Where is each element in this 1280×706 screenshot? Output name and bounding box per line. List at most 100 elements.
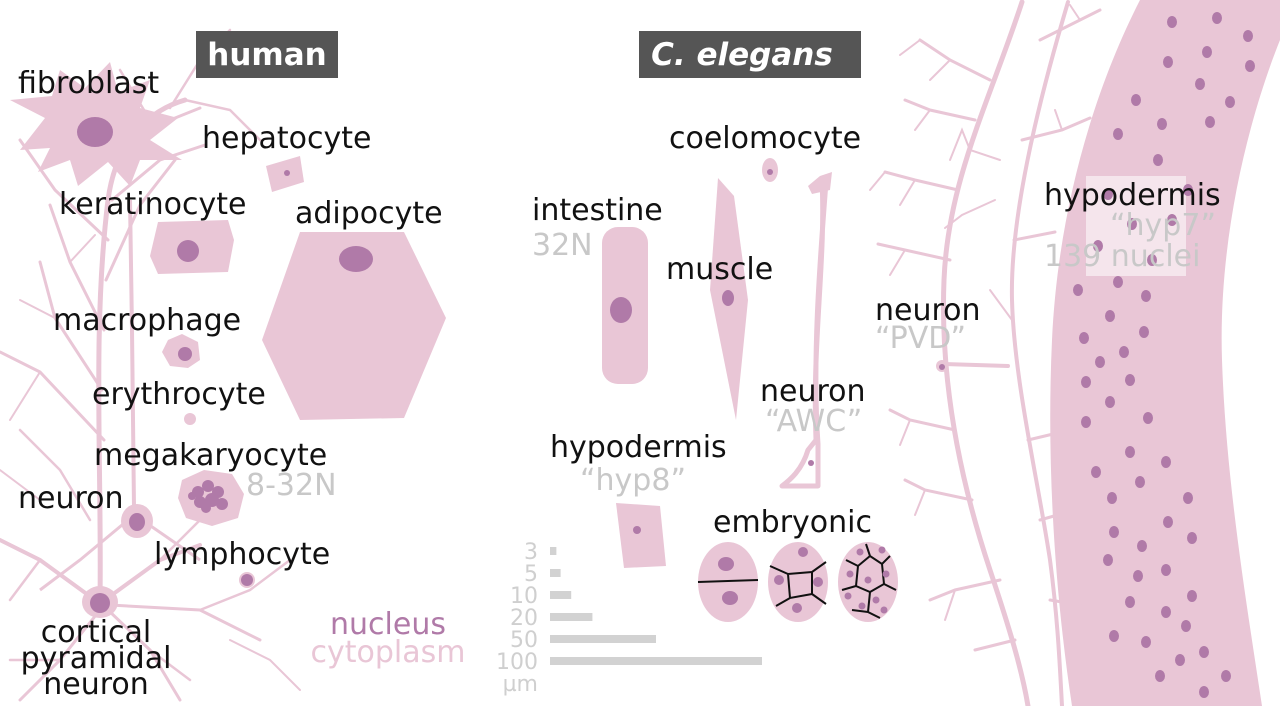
awc-nucleus xyxy=(808,460,814,466)
label-hypodermis-hyp8: hypodermis xyxy=(550,430,727,465)
label-erythrocyte: erythrocyte xyxy=(92,377,266,412)
header-human: human xyxy=(207,37,326,73)
hyp7-nuclei xyxy=(1073,12,1255,698)
hyp7-nucleus xyxy=(1212,12,1222,24)
hyp7-nucleus xyxy=(1133,570,1143,582)
hyp7-nucleus xyxy=(1135,476,1145,488)
hyp7-nucleus xyxy=(1131,94,1141,106)
header-celegans-bg xyxy=(639,31,861,78)
hyp7-nucleus xyxy=(1079,332,1089,344)
hyp7-nucleus xyxy=(1091,466,1101,478)
hyp7-nucleus xyxy=(1105,310,1115,322)
legend-nucleus: nucleus xyxy=(330,607,446,642)
hyp7-nucleus xyxy=(1195,78,1205,90)
hyp7-nucleus xyxy=(1139,326,1149,338)
hyp7-nucleus xyxy=(1183,492,1193,504)
coelomocyte-nucleus xyxy=(767,169,773,175)
label-muscle: muscle xyxy=(666,252,773,287)
hyp7-nucleus xyxy=(1125,374,1135,386)
label-hypodermis-hyp8-name: “hyp8” xyxy=(580,463,686,498)
hyp7-nucleus xyxy=(1221,670,1231,682)
hyp7-nucleus xyxy=(1093,240,1103,252)
hyp7-nucleus xyxy=(1202,46,1212,58)
hyp7-nucleus xyxy=(1119,346,1129,358)
hyp7-nucleus xyxy=(1105,396,1115,408)
hyp7-nucleus xyxy=(1103,188,1113,200)
label-neuron-awc-name: “AWC” xyxy=(765,404,862,439)
hyp7-nucleus xyxy=(1109,526,1119,538)
neuron-nucleus xyxy=(129,513,145,531)
awc-cilia xyxy=(808,172,832,194)
label-lymphocyte: lymphocyte xyxy=(154,537,330,572)
hyp7-nucleus xyxy=(1225,96,1235,108)
intestine-nucleus xyxy=(610,297,632,323)
hyp7-shape xyxy=(1050,0,1280,706)
label-hypodermis-hyp7: hypodermis xyxy=(1044,178,1221,213)
hyp7-nucleus xyxy=(1095,356,1105,368)
scale-bar-100 xyxy=(550,657,762,665)
embryo-2cell xyxy=(697,542,759,622)
label-hypodermis-hyp7-name: “hyp7” xyxy=(1110,208,1216,243)
hyp7-nucleus xyxy=(1161,564,1171,576)
hyp7-nucleus xyxy=(1167,214,1177,226)
scale-bar-3 xyxy=(550,547,557,555)
muscle-nucleus xyxy=(722,290,734,306)
scale-tick-label: 3 xyxy=(524,540,538,565)
hepatocyte-nucleus xyxy=(284,170,290,176)
hyp7-nucleus xyxy=(1153,154,1163,166)
scale-bar-10 xyxy=(550,591,572,599)
embryo-4cell xyxy=(768,542,828,622)
label-keratinocyte: keratinocyte xyxy=(59,187,246,222)
hyp7-nucleus xyxy=(1163,56,1173,68)
label-megakaryocyte: megakaryocyte xyxy=(94,438,327,473)
hyp7-nucleus xyxy=(1073,284,1083,296)
hyp7-nucleus xyxy=(1113,128,1123,140)
hyp7-nucleus xyxy=(1141,636,1151,648)
hyp8-shape xyxy=(616,503,666,568)
macrophage-nucleus xyxy=(178,347,192,361)
legend-cytoplasm: cytoplasm xyxy=(311,635,466,670)
hyp7-nucleus xyxy=(1127,218,1137,230)
hyp7-nucleus xyxy=(1107,492,1117,504)
hyp7-nucleus xyxy=(1155,670,1165,682)
hyp7-nucleus xyxy=(1175,654,1185,666)
label-intestine: intestine xyxy=(532,193,663,228)
label-neuron-pvd-name: “PVD” xyxy=(875,321,966,356)
label-coelomocyte: coelomocyte xyxy=(669,121,861,156)
header-celegans: C. elegans xyxy=(651,37,833,73)
label-macrophage: macrophage xyxy=(53,303,241,338)
neuron-dendrite-left xyxy=(39,518,129,592)
scale-tick-label: 5 xyxy=(524,562,538,587)
label-cortical-line2: pyramidal xyxy=(21,641,172,676)
lymphocyte-nucleus xyxy=(241,574,253,586)
hyp7-nucleus xyxy=(1081,376,1091,388)
hyp8-nucleus xyxy=(633,526,641,534)
hyp7-nucleus xyxy=(1183,184,1193,196)
hyp7-nucleus xyxy=(1245,60,1255,72)
hyp7-nucleus xyxy=(1187,532,1197,544)
hyp7-nucleus xyxy=(1147,254,1157,266)
keratinocyte-nucleus xyxy=(177,240,199,262)
label-embryonic: embryonic xyxy=(713,505,872,540)
scale-tick-label: 50 xyxy=(510,628,538,653)
pvd-neuron-shape xyxy=(869,0,1102,706)
hyp7-nucleus xyxy=(1161,456,1171,468)
fibroblast-nucleus xyxy=(77,117,113,147)
label-fibroblast: fibroblast xyxy=(18,66,159,101)
hyp7-nucleus xyxy=(1103,554,1113,566)
label-neuron: neuron xyxy=(18,481,124,516)
scale-bar-50 xyxy=(550,635,656,643)
hyp7-nucleus xyxy=(1113,276,1123,288)
header-human-bg xyxy=(196,31,338,78)
adipocyte-nucleus xyxy=(339,246,373,272)
hyp7-nucleus xyxy=(1205,116,1215,128)
hyp7-nucleus xyxy=(1187,590,1197,602)
hyp7-nucleus xyxy=(1109,630,1119,642)
label-neuron-pvd: neuron xyxy=(875,293,981,328)
erythrocyte-shape xyxy=(184,413,196,425)
label-adipocyte: adipocyte xyxy=(295,196,443,231)
cortical-neuron-nucleus xyxy=(90,593,110,613)
hyp7-nucleus xyxy=(1143,412,1153,424)
